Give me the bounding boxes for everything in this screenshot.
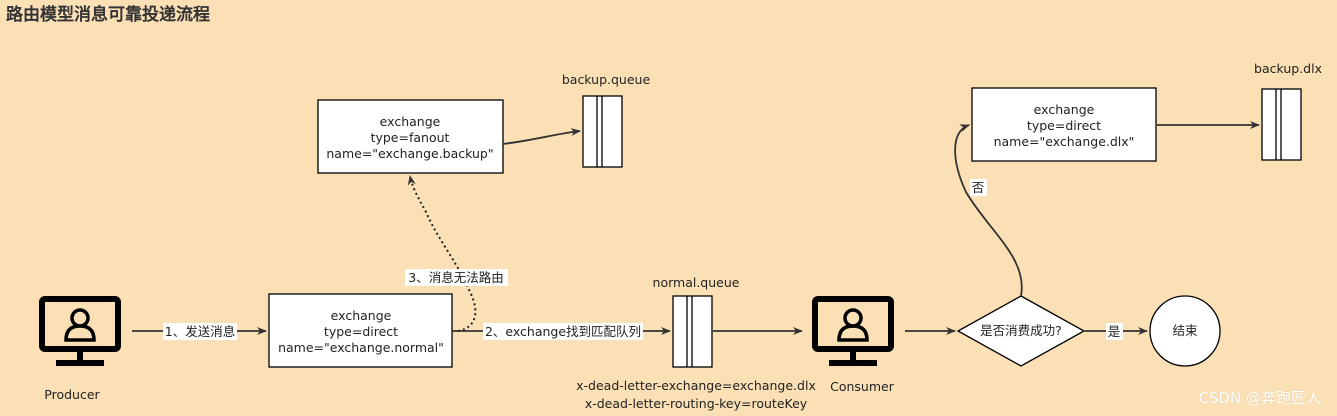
page-title: 路由模型消息可靠投递流程: [6, 5, 210, 25]
exchange-dlx-box: exchange type=direct name="exchange.dlx": [971, 87, 1157, 162]
exchange-dlx-line1: exchange: [1034, 102, 1095, 117]
exchange-normal-line1: exchange: [331, 308, 392, 323]
normal-queue: [672, 295, 713, 368]
edge-label-yes: 是: [1108, 324, 1121, 339]
normal-queue-label: normal.queue: [653, 275, 740, 290]
consumer-monitor-icon: [812, 296, 894, 366]
decision-diamond: 是否消费成功?: [956, 295, 1086, 367]
producer-label: Producer: [44, 387, 100, 402]
watermark: CSDN @奔跑匠人: [1198, 389, 1321, 407]
edge-label-send: 1、发送消息: [165, 324, 235, 339]
exchange-backup-line1: exchange: [380, 114, 441, 129]
producer-monitor-icon: [39, 296, 121, 366]
consumer-label: Consumer: [830, 379, 895, 394]
edge-label-route: 2、exchange找到匹配队列: [485, 324, 641, 339]
backup-queue: [582, 95, 623, 168]
end-label: 结束: [1172, 323, 1198, 338]
edge-label-no: 否: [972, 180, 985, 195]
backup-dlx-label: backup.dlx: [1254, 61, 1322, 76]
end-circle: 结束: [1149, 295, 1221, 367]
normal-queue-note1: x-dead-letter-exchange=exchange.dlx: [576, 378, 816, 393]
backup-queue-label: backup.queue: [562, 72, 651, 87]
edge-label-unroutable: 3、消息无法路由: [408, 270, 503, 285]
backup-dlx-queue: [1261, 88, 1302, 161]
exchange-dlx-line3: name="exchange.dlx": [994, 134, 1135, 149]
exchange-normal-box: exchange type=direct name="exchange.norm…: [268, 293, 453, 368]
normal-queue-note2: x-dead-letter-routing-key=routeKey: [585, 396, 808, 411]
edge-backup-exchange-to-queue: [502, 128, 581, 145]
exchange-normal-line2: type=direct: [324, 324, 398, 339]
exchange-backup-line3: name="exchange.backup": [326, 146, 493, 161]
exchange-normal-line3: name="exchange.normal": [278, 340, 444, 355]
exchange-backup-box: exchange type=fanout name="exchange.back…: [317, 99, 504, 174]
edge-decision-no: [954, 124, 1023, 297]
decision-label: 是否消费成功?: [980, 323, 1062, 338]
exchange-backup-line2: type=fanout: [371, 130, 450, 145]
exchange-dlx-line2: type=direct: [1027, 118, 1101, 133]
